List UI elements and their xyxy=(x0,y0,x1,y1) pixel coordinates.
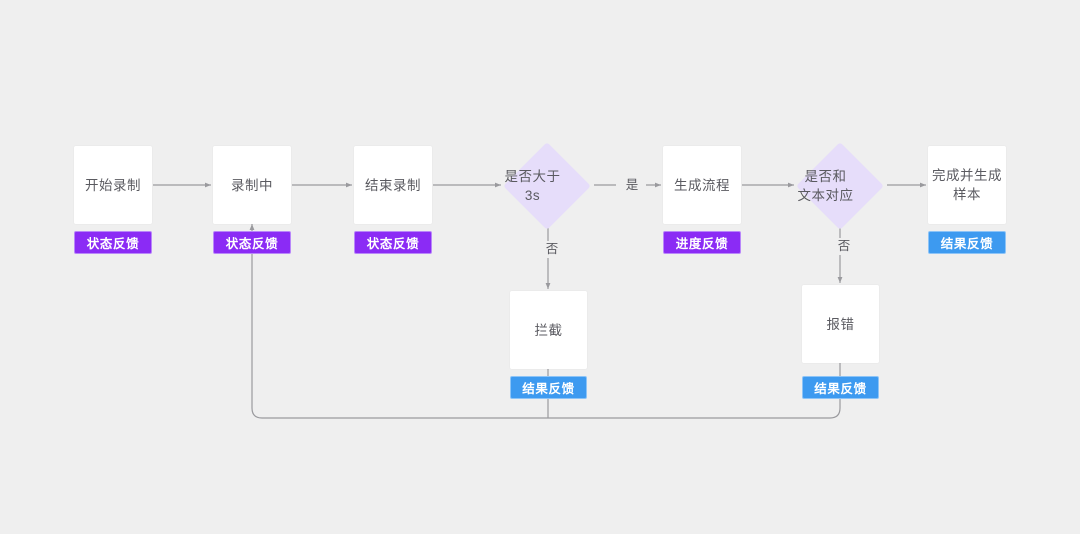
badge-label: 结果反馈 xyxy=(522,382,575,396)
badge-status-feedback-recording[interactable]: 状态反馈 xyxy=(213,231,291,254)
badge-result-feedback-error[interactable]: 结果反馈 xyxy=(802,376,879,399)
node-label: 结束录制 xyxy=(365,177,421,193)
edge-label-text: 否 xyxy=(837,239,851,253)
badge-progress-feedback-generate[interactable]: 进度反馈 xyxy=(663,231,741,254)
node-label: 报错 xyxy=(826,316,855,332)
node-label: 录制中 xyxy=(231,177,273,193)
node-label: 开始录制 xyxy=(85,177,141,193)
badge-label: 进度反馈 xyxy=(675,237,729,251)
node-label: 拦截 xyxy=(534,322,563,338)
badge-label: 状态反馈 xyxy=(86,237,140,251)
badge-label: 状态反馈 xyxy=(366,237,420,251)
node-recording[interactable]: 录制中 xyxy=(213,146,291,224)
edge-label-yes-longer-than-3s: 是 xyxy=(618,177,646,193)
node-label: 是否大于 3s xyxy=(504,169,561,203)
node-end-record[interactable]: 结束录制 xyxy=(354,146,432,224)
badge-result-feedback-finish[interactable]: 结果反馈 xyxy=(928,231,1006,254)
badge-result-feedback-block[interactable]: 结果反馈 xyxy=(510,376,587,399)
edge-label-text: 是 xyxy=(625,178,639,192)
node-label: 生成流程 xyxy=(674,177,730,193)
badge-label: 结果反馈 xyxy=(814,382,867,396)
node-error[interactable]: 报错 xyxy=(802,285,879,363)
badge-label: 状态反馈 xyxy=(225,237,279,251)
edge-label-no-longer-than-3s: 否 xyxy=(538,241,566,257)
edge-label-text: 否 xyxy=(545,242,559,256)
edge-error-return xyxy=(249,224,841,419)
node-start-record[interactable]: 开始录制 xyxy=(74,146,152,224)
node-finish-generate-sample[interactable]: 完成并生成 样本 xyxy=(928,146,1006,224)
node-decision-longer-than-3s[interactable]: 是否大于 3s xyxy=(503,142,591,230)
edge-label-no-matches-text: 否 xyxy=(830,238,858,254)
badge-status-feedback-end[interactable]: 状态反馈 xyxy=(354,231,432,254)
node-generate-flow[interactable]: 生成流程 xyxy=(663,146,741,224)
node-block[interactable]: 拦截 xyxy=(510,291,587,369)
node-label: 完成并生成 样本 xyxy=(932,168,1002,202)
node-label: 是否和 文本对应 xyxy=(797,169,854,203)
node-decision-matches-text[interactable]: 是否和 文本对应 xyxy=(796,142,884,230)
badge-label: 结果反馈 xyxy=(940,237,994,251)
badge-status-feedback-start[interactable]: 状态反馈 xyxy=(74,231,152,254)
